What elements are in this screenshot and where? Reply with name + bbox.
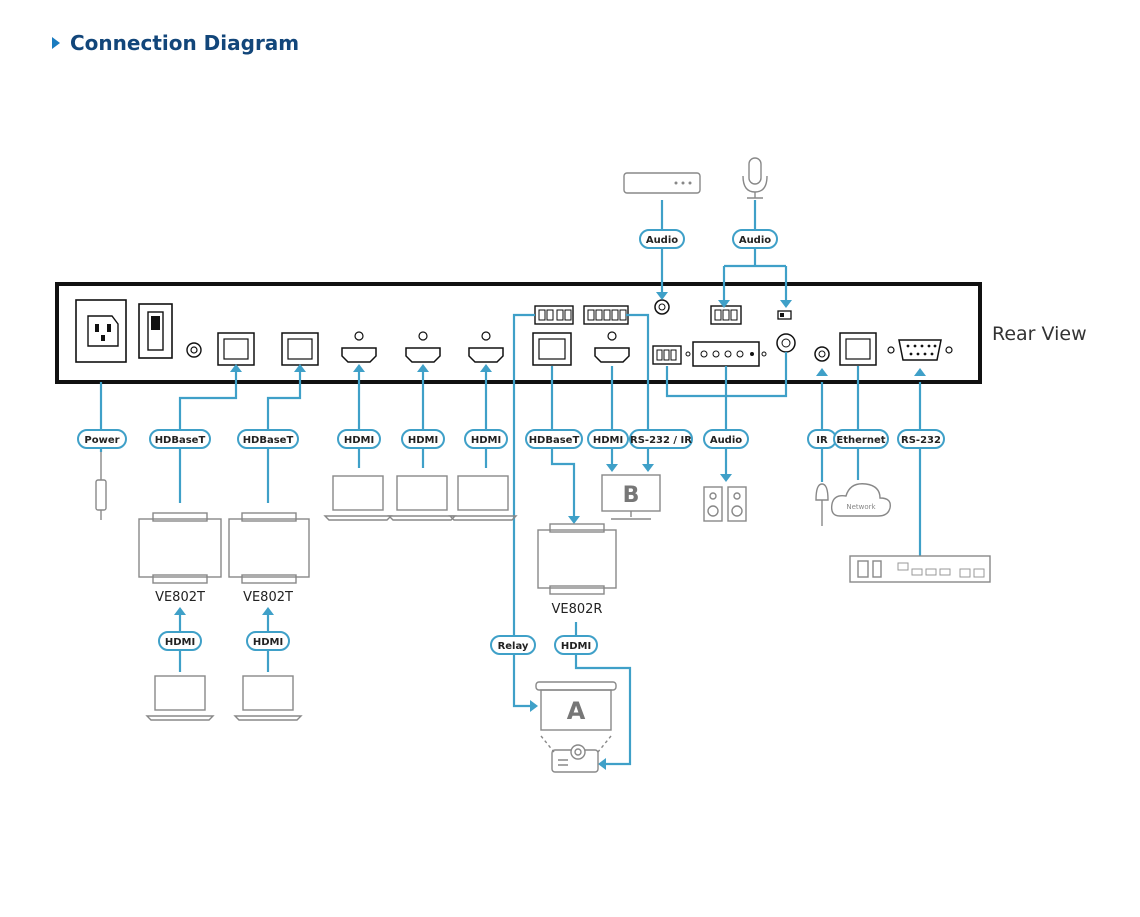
svg-text:Ethernet: Ethernet — [836, 435, 885, 446]
transmitter-1-label: VE802T — [155, 590, 205, 605]
svg-text:HDMI: HDMI — [561, 641, 591, 652]
svg-text:Audio: Audio — [710, 435, 742, 446]
svg-text:HDBaseT: HDBaseT — [529, 435, 580, 446]
ethernet-label: Ethernet — [833, 429, 889, 449]
screen-a-letter: A — [567, 697, 586, 725]
rx-hdmi-label: HDMI — [554, 635, 598, 655]
svg-text:HDBaseT: HDBaseT — [243, 435, 294, 446]
projector-icon — [540, 735, 612, 773]
mic-terminal — [710, 305, 742, 325]
svg-text:IR: IR — [816, 435, 828, 446]
tx-hdmi-label-2: HDMI — [246, 631, 290, 651]
display-b-letter: B — [623, 483, 640, 508]
rear-view-label: Rear View — [992, 323, 1087, 345]
mic-audio-label: Audio — [732, 229, 778, 249]
svg-text:HDMI: HDMI — [165, 637, 195, 648]
hdbaset-label-1: HDBaseT — [149, 429, 211, 449]
hdmi-label-2: HDMI — [401, 429, 445, 449]
hdmi-in-port-3 — [468, 331, 504, 363]
ir-sensor-icon — [815, 483, 829, 526]
hdmi-label-3: HDMI — [464, 429, 508, 449]
receiver: VE802R — [537, 523, 617, 617]
transmitter-2-label: VE802T — [243, 590, 293, 605]
svg-text:HDMI: HDMI — [253, 637, 283, 648]
hdmi-in-port-1 — [341, 331, 377, 363]
rs232-port — [887, 339, 953, 361]
svg-text:HDMI: HDMI — [593, 435, 623, 446]
triangle-bullet-icon — [52, 37, 60, 49]
audio-out-label: Audio — [703, 429, 749, 449]
svg-text:RS-232: RS-232 — [901, 435, 941, 446]
svg-text:HDBaseT: HDBaseT — [155, 435, 206, 446]
transmitter-1: VE802T — [138, 512, 222, 605]
svg-text:HDMI: HDMI — [408, 435, 438, 446]
hdmi-label-1: HDMI — [337, 429, 381, 449]
dip-switch — [777, 310, 792, 320]
hdmi-out-port — [594, 331, 630, 363]
ir-jack — [814, 346, 830, 362]
svg-text:HDMI: HDMI — [344, 435, 374, 446]
tx-hdmi-label-1: HDMI — [158, 631, 202, 651]
hdbaset-label-2: HDBaseT — [237, 429, 299, 449]
hdmi-out-label: HDMI — [587, 429, 629, 449]
display-b: B — [601, 474, 661, 520]
projector-screen-a: A — [535, 681, 617, 731]
svg-text:Power: Power — [84, 435, 119, 446]
diagram-title: Connection Diagram — [70, 31, 300, 55]
svg-text:Relay: Relay — [498, 641, 529, 652]
diagram-header: Connection Diagram — [52, 28, 299, 58]
laptop-icon-3 — [448, 475, 518, 521]
hdmi-in-port-2 — [405, 331, 441, 363]
network-label: Network — [846, 503, 876, 511]
audio-source-device-icon — [623, 172, 701, 194]
transmitter-2: VE802T — [228, 512, 310, 605]
audio-in-label: Audio — [639, 229, 685, 249]
audio-out-terminal-small — [652, 345, 682, 365]
power-plug-icon — [95, 452, 107, 520]
power-socket — [75, 299, 127, 363]
microphone-icon — [742, 157, 768, 199]
ground-screw — [186, 342, 202, 358]
svg-text:HDMI: HDMI — [471, 435, 501, 446]
rs232-label: RS-232 — [897, 429, 945, 449]
network-cloud-icon: Network — [830, 483, 891, 517]
svg-text:RS-232 / IR: RS-232 / IR — [630, 435, 692, 446]
rs232-ir-label: RS-232 / IR — [629, 429, 693, 449]
receiver-label: VE802R — [552, 602, 603, 617]
ethernet-port — [839, 332, 877, 366]
ir-label: IR — [807, 429, 837, 449]
rear-panel: Rear View — [55, 282, 1087, 384]
svg-text:Audio: Audio — [646, 235, 678, 246]
power-switch — [138, 303, 173, 359]
cable-labels: Power HDBaseT HDBaseT HDMI HDMI HDMI HDB… — [77, 229, 945, 655]
laptop-icon-2 — [387, 475, 457, 521]
hdbaset-out-port — [532, 332, 572, 366]
rs232-controller-device — [849, 555, 991, 583]
svg-text:Audio: Audio — [739, 235, 771, 246]
laptop-icon-4 — [145, 675, 215, 721]
laptop-icon-1 — [323, 475, 393, 521]
laptop-icon-5 — [233, 675, 303, 721]
hdbaset-out-label: HDBaseT — [525, 429, 583, 449]
relay-label: Relay — [490, 635, 536, 655]
speakers-icon — [703, 486, 747, 522]
power-label: Power — [77, 429, 127, 449]
